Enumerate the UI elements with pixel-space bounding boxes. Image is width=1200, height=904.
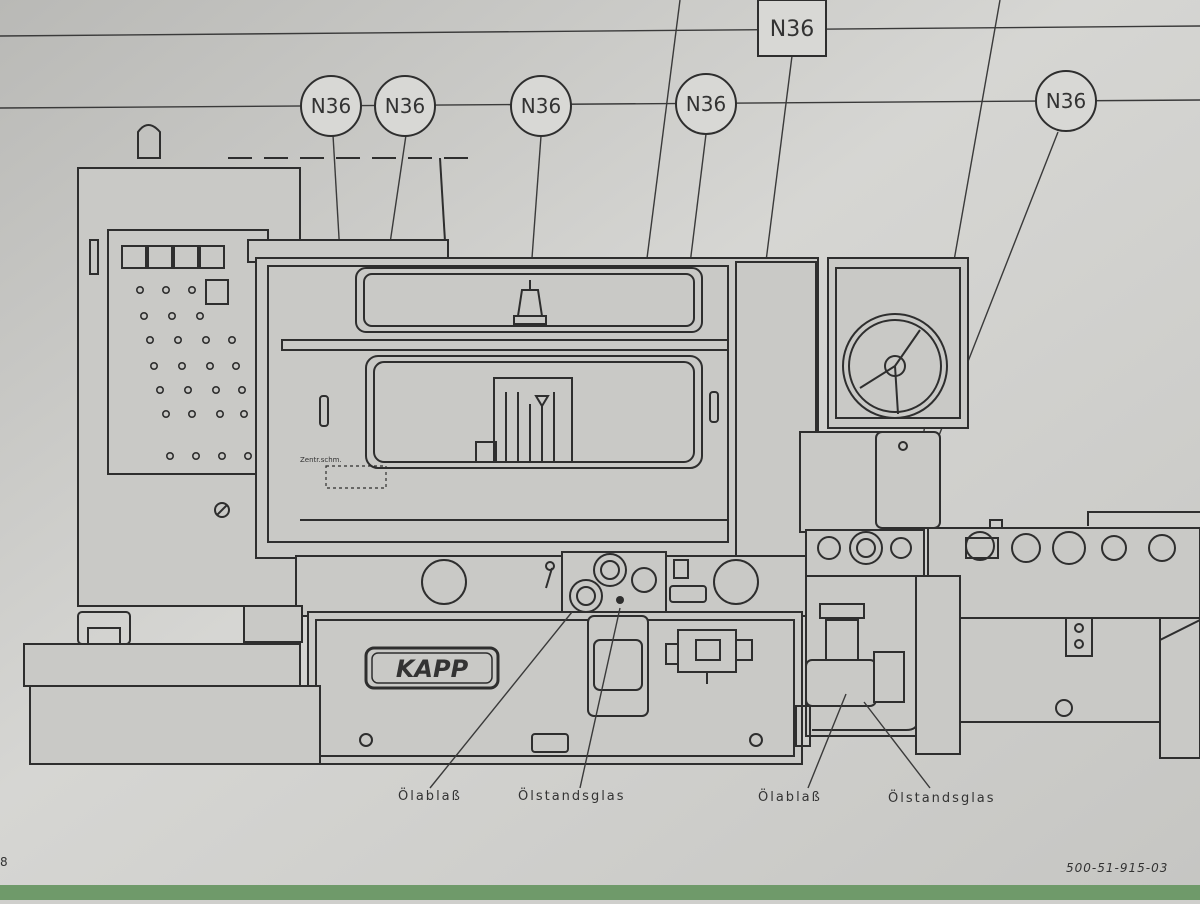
panel-button-dot — [146, 335, 155, 344]
panel-button-dot — [216, 409, 225, 418]
green-base-strip — [0, 885, 1200, 900]
main-machine-body: Zentr.schm. — [247, 239, 819, 563]
callout-label: N36 — [770, 17, 814, 42]
panel-button-dot — [178, 361, 187, 370]
panel-button-dot — [238, 385, 247, 394]
panel-button-dot — [188, 409, 197, 418]
panel-button-dot — [162, 409, 171, 418]
callout-n36-circle-2: N36 — [374, 75, 436, 137]
page-marker: 8 — [0, 855, 8, 869]
panel-button-dot — [162, 285, 171, 294]
kapp-brand-plate: KAPP — [396, 655, 469, 683]
control-panel-buttons-icon — [136, 285, 253, 460]
panel-button-dot — [240, 409, 249, 418]
panel-button-dot — [166, 451, 175, 460]
panel-button-dot — [196, 311, 205, 320]
dial-gauge-icon — [827, 257, 969, 429]
panel-button-dot — [184, 385, 193, 394]
label-oil-sight-glass-1: Ölstandsglas — [518, 787, 626, 804]
panel-button-dot — [244, 451, 253, 460]
panel-button-dot — [232, 361, 241, 370]
svg-text:N36: N36 — [1046, 89, 1086, 113]
panel-button-dot — [228, 335, 237, 344]
panel-button-dot — [192, 451, 201, 460]
callout-n36-circle-3: N36 — [510, 75, 572, 137]
central-lube-label: Zentr.schm. — [300, 456, 342, 464]
panel-button-dot — [206, 361, 215, 370]
label-oil-drain-1: Ölablaß — [398, 787, 462, 804]
svg-text:N36: N36 — [521, 94, 561, 118]
panel-button-dot — [136, 285, 145, 294]
panel-button-dot — [202, 335, 211, 344]
top-reference-line — [0, 25, 1200, 37]
panel-button-dot — [140, 311, 149, 320]
callout-n36-circle-4: N36 — [675, 73, 737, 135]
callout-n36-circle-1: N36 — [300, 75, 362, 137]
drawing-number: 500-51-915-03 — [1066, 861, 1168, 875]
right-hydraulic-unit — [795, 529, 925, 747]
bottom-label-leaders — [429, 607, 931, 789]
panel-button-dot — [174, 335, 183, 344]
panel-button-dot — [212, 385, 221, 394]
label-oil-drain-2: Ölablaß — [758, 788, 822, 805]
callout-bus-line — [0, 99, 1200, 109]
control-panel — [107, 229, 269, 475]
lower-control-strip — [295, 551, 811, 617]
panel-button-dot — [168, 311, 177, 320]
panel-button-dot — [156, 385, 165, 394]
svg-text:N36: N36 — [311, 94, 351, 118]
svg-text:N36: N36 — [686, 92, 726, 116]
panel-button-dot — [218, 451, 227, 460]
panel-button-dot — [150, 361, 159, 370]
svg-text:N36: N36 — [385, 94, 425, 118]
coolant-tank — [23, 605, 321, 765]
display-segments — [121, 245, 229, 305]
callout-n36-circle-5: N36 — [1035, 70, 1097, 132]
right-conveyor — [915, 511, 1200, 759]
panel-button-dot — [188, 285, 197, 294]
callout-n36-box: N36 — [757, 0, 827, 57]
base-cabinet: KAPP — [307, 611, 803, 765]
label-oil-sight-glass-2: Ölstandsglas — [888, 789, 996, 806]
